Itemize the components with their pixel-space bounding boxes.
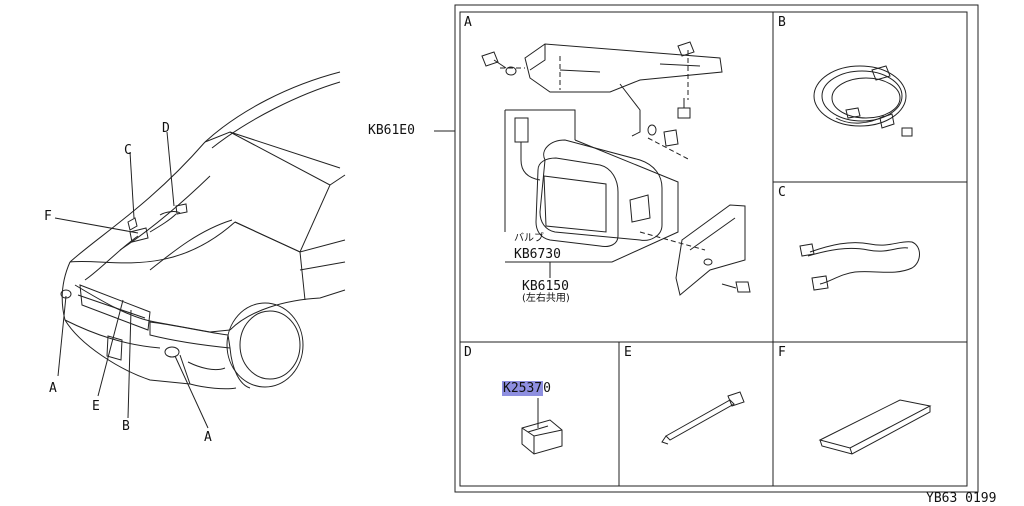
car-illustration: [60, 71, 346, 390]
panel-letter-b: B: [778, 15, 786, 30]
car-callout-lines: [54, 131, 209, 429]
part-number-highlight: K2537: [502, 381, 544, 396]
callout-f: F: [44, 209, 52, 224]
callout-e: E: [92, 399, 100, 414]
part-number-suffix: 0: [543, 381, 551, 396]
callout-b: B: [122, 419, 130, 434]
panel-letter-a: A: [464, 15, 472, 30]
panel-c-harness: [799, 241, 920, 291]
panel-e-cable-tie: [661, 391, 745, 445]
panel-letter-e: E: [624, 345, 632, 360]
callout-d: D: [162, 121, 170, 136]
panel-f-pad: [818, 399, 932, 455]
kit-part-number: KB61E0: [368, 123, 415, 138]
panel-b-harness: [813, 65, 913, 137]
lamp-part-number: KB6150: [522, 279, 569, 294]
panel-letter-d: D: [464, 345, 472, 360]
panel-letter-c: C: [778, 185, 786, 200]
panel-letter-f: F: [778, 345, 786, 360]
bulb-label: バルブ: [514, 233, 544, 244]
bulb-part-number: KB6730: [514, 247, 561, 262]
panel-d-switch: [521, 398, 563, 455]
callout-a-left: A: [49, 381, 57, 396]
switch-part-number[interactable]: K25370: [502, 381, 551, 396]
callout-c: C: [124, 143, 132, 158]
figure-code: YB63 0199: [926, 491, 997, 506]
callout-a-right: A: [204, 430, 212, 445]
panel-a-drawing: [481, 41, 751, 296]
lamp-note: (左右共用): [522, 293, 570, 304]
outer-frame: [454, 4, 979, 493]
inner-frame: [459, 11, 968, 487]
